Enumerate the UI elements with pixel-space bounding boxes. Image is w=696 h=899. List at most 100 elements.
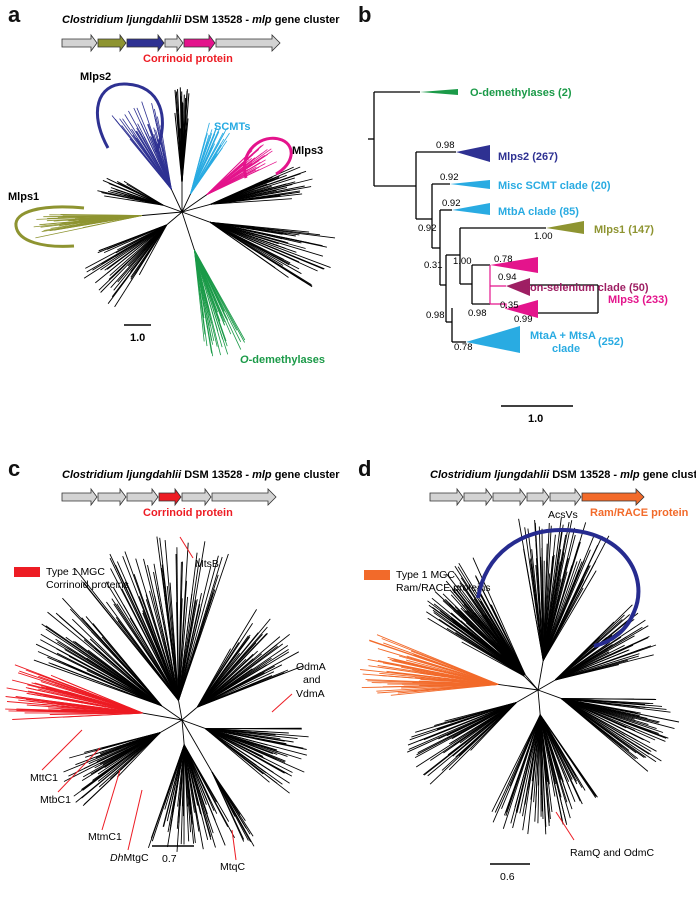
support-value: 0.92 bbox=[418, 223, 437, 234]
label-b-odem: O-demethylases (2) bbox=[470, 87, 572, 99]
clade-mtba bbox=[452, 203, 490, 215]
tree-branch bbox=[178, 553, 229, 701]
tree-branch bbox=[561, 698, 663, 707]
tree-branch bbox=[555, 664, 620, 681]
gene-arrow-orange bbox=[581, 488, 645, 506]
tree-stem bbox=[537, 689, 562, 700]
tree-branch bbox=[131, 128, 172, 190]
tree-branch bbox=[194, 249, 229, 321]
support-value: 0.92 bbox=[442, 198, 461, 209]
gene-arrow-olive bbox=[97, 33, 127, 53]
tree-stem bbox=[181, 211, 195, 251]
tree-branch bbox=[178, 580, 188, 701]
tree-branch bbox=[377, 660, 499, 685]
gene-arrow bbox=[211, 488, 277, 506]
tree-branch bbox=[51, 663, 162, 707]
tree-stem bbox=[537, 679, 556, 691]
tree-branch bbox=[530, 563, 544, 661]
tree-branch bbox=[459, 582, 525, 677]
tree-branch bbox=[194, 249, 245, 343]
tree-branch bbox=[430, 702, 517, 761]
tree-branch bbox=[197, 644, 278, 708]
tree-stem bbox=[516, 689, 539, 703]
tree-branch bbox=[122, 556, 179, 701]
label-b-mtaa-line1: MtaA + MtsA bbox=[530, 330, 596, 342]
panel-a-gene-arrows bbox=[61, 33, 281, 53]
tree-branch bbox=[194, 249, 212, 354]
gene-arrow-magenta bbox=[183, 33, 216, 53]
tree-branch bbox=[206, 169, 260, 196]
label-mtsb: MtsB bbox=[195, 558, 219, 570]
tree-branch bbox=[456, 590, 525, 677]
gene-arrow bbox=[61, 487, 98, 507]
tree-branch bbox=[62, 712, 143, 718]
tree-branch bbox=[194, 249, 219, 332]
label-dhmtgc: DhMtgC bbox=[110, 852, 149, 864]
gene-arrow bbox=[463, 487, 493, 507]
tree-branch bbox=[116, 732, 161, 778]
clade-odemethylases bbox=[420, 89, 458, 95]
tree-stem bbox=[498, 683, 539, 691]
gene-arrow bbox=[492, 487, 527, 507]
tree-branch bbox=[467, 600, 525, 677]
tree-branch bbox=[494, 714, 541, 813]
support-value: 0.94 bbox=[498, 272, 517, 283]
tree-branch bbox=[542, 549, 591, 661]
tree-branch bbox=[209, 221, 289, 278]
support-value: 0.98 bbox=[436, 140, 455, 151]
clade-mlps1 bbox=[546, 221, 584, 234]
clade-mlps3-a bbox=[490, 257, 538, 273]
tree-branch bbox=[178, 552, 198, 701]
tree-branch bbox=[130, 224, 168, 280]
label-b-mlps1: Mlps1 (147) bbox=[594, 224, 654, 236]
tree-branch bbox=[178, 556, 223, 701]
panel-c-labels: MtsB OdmA and VdmA MttC1 MtbC1 MtmC1 DhM… bbox=[30, 558, 326, 873]
panel-a-cluster-title: Clostridium ljungdahlii DSM 13528 - mlp … bbox=[62, 14, 340, 26]
tree-stem bbox=[161, 705, 183, 721]
tree-branch bbox=[197, 651, 290, 708]
panel-letter-c: c bbox=[8, 456, 21, 481]
tree-branch bbox=[95, 224, 167, 284]
tree-branch bbox=[114, 118, 172, 190]
tree-branch bbox=[35, 643, 162, 707]
label-scmts: SCMTs bbox=[214, 121, 250, 133]
gene-arrow-red bbox=[158, 487, 182, 507]
tree-stem bbox=[523, 675, 539, 691]
tree-branch bbox=[93, 732, 161, 755]
tree-branch bbox=[205, 728, 307, 750]
panel-d-cluster-title: Clostridium ljungdahlii DSM 13528 - mlp … bbox=[430, 469, 696, 481]
mlps2-arc bbox=[96, 82, 164, 153]
label-ramq: RamQ and OdmC bbox=[570, 847, 654, 859]
tree-branch bbox=[205, 728, 285, 774]
tree-branch bbox=[59, 678, 143, 714]
tree-branch bbox=[539, 714, 568, 825]
tree-branch bbox=[514, 714, 541, 808]
label-mlps3: Mlps3 bbox=[292, 145, 323, 157]
tree-branch bbox=[542, 541, 581, 661]
panel-a-highlight-label: Corrinoid protein bbox=[143, 53, 233, 65]
tree-branch bbox=[194, 249, 211, 327]
tree-branch bbox=[178, 566, 212, 701]
tree-branch bbox=[150, 744, 185, 839]
tree-branch bbox=[183, 744, 190, 842]
gene-arrow bbox=[181, 487, 212, 507]
tree-branch bbox=[197, 643, 284, 708]
tree-stem bbox=[163, 204, 183, 213]
tree-branch bbox=[196, 609, 257, 708]
panel-d-tree bbox=[360, 517, 680, 835]
tree-branch bbox=[117, 224, 167, 251]
support-value: 0.92 bbox=[440, 172, 459, 183]
label-b-mtaa-line2: clade bbox=[552, 343, 580, 355]
tree-branch bbox=[210, 178, 313, 205]
tree-branch bbox=[14, 664, 143, 714]
tree-branch bbox=[101, 636, 162, 706]
legend-c-line1: Type 1 MGC bbox=[46, 566, 105, 578]
tree-branch bbox=[539, 714, 581, 802]
panel-b-labels: O-demethylases (2) Mlps2 (267) Misc SCMT… bbox=[418, 87, 668, 425]
gene-arrow bbox=[126, 487, 159, 507]
tree-stem bbox=[181, 719, 213, 773]
tree-branch bbox=[210, 221, 318, 272]
tree-branch bbox=[196, 623, 253, 708]
label-b-nonsel: Non-selenium clade (50) bbox=[522, 282, 649, 294]
